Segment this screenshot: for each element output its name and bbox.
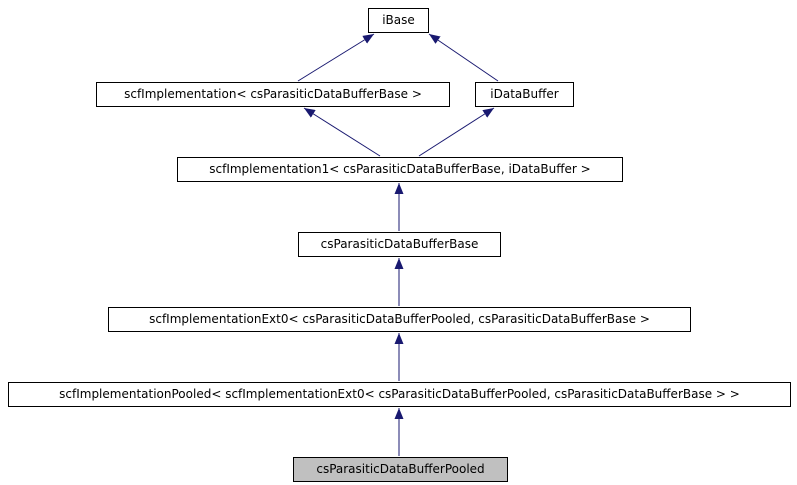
edge-scfImplementation1-to-iDataBuffer [418,107,495,157]
node-scfImplementation[interactable]: scfImplementation< csParasiticDataBuffer… [96,82,450,107]
node-csParasiticDataBufferPooled: csParasiticDataBufferPooled [293,457,508,482]
node-iDataBuffer[interactable]: iDataBuffer [475,82,574,107]
edge-scfImplementation-to-iBase [297,33,375,82]
node-scfImplementationExt0[interactable]: scfImplementationExt0< csParasiticDataBu… [108,307,691,332]
node-iBase[interactable]: iBase [368,8,429,33]
edge-iDataBuffer-to-iBase [428,33,499,82]
edge-scfImplementation1-to-scfImplementation [303,107,381,157]
node-scfImplementation1[interactable]: scfImplementation1< csParasiticDataBuffe… [177,157,623,182]
node-csParasiticDataBufferBase[interactable]: csParasiticDataBufferBase [298,232,501,257]
node-scfImplementationPooled[interactable]: scfImplementationPooled< scfImplementati… [8,382,791,407]
